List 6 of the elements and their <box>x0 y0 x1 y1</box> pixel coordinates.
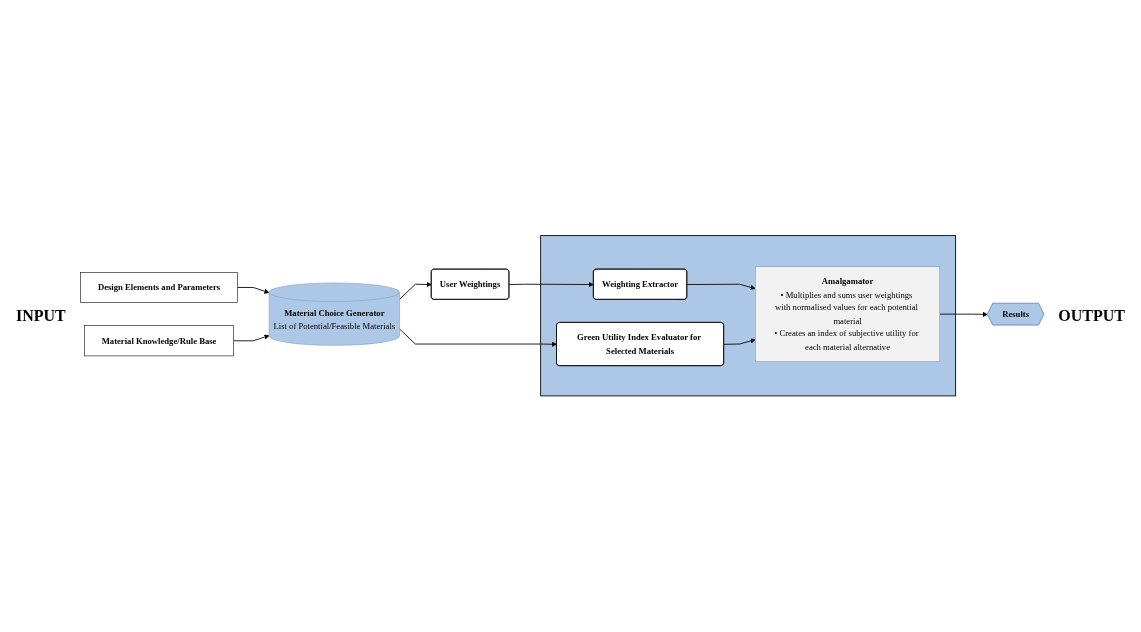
cluster <box>540 235 956 397</box>
node-box: Material Knowledge/Rule Base <box>83 325 234 357</box>
side-label: INPUT <box>15 307 67 325</box>
node-box: Design Elements and Parameters <box>80 272 238 304</box>
node-box: Amalgamator • Multiplies and sums user weightings with normalised values for each potential material • Creates an index of subjective utility for each material alternative <box>754 266 940 363</box>
side-label: OUTPUT <box>1057 307 1126 325</box>
